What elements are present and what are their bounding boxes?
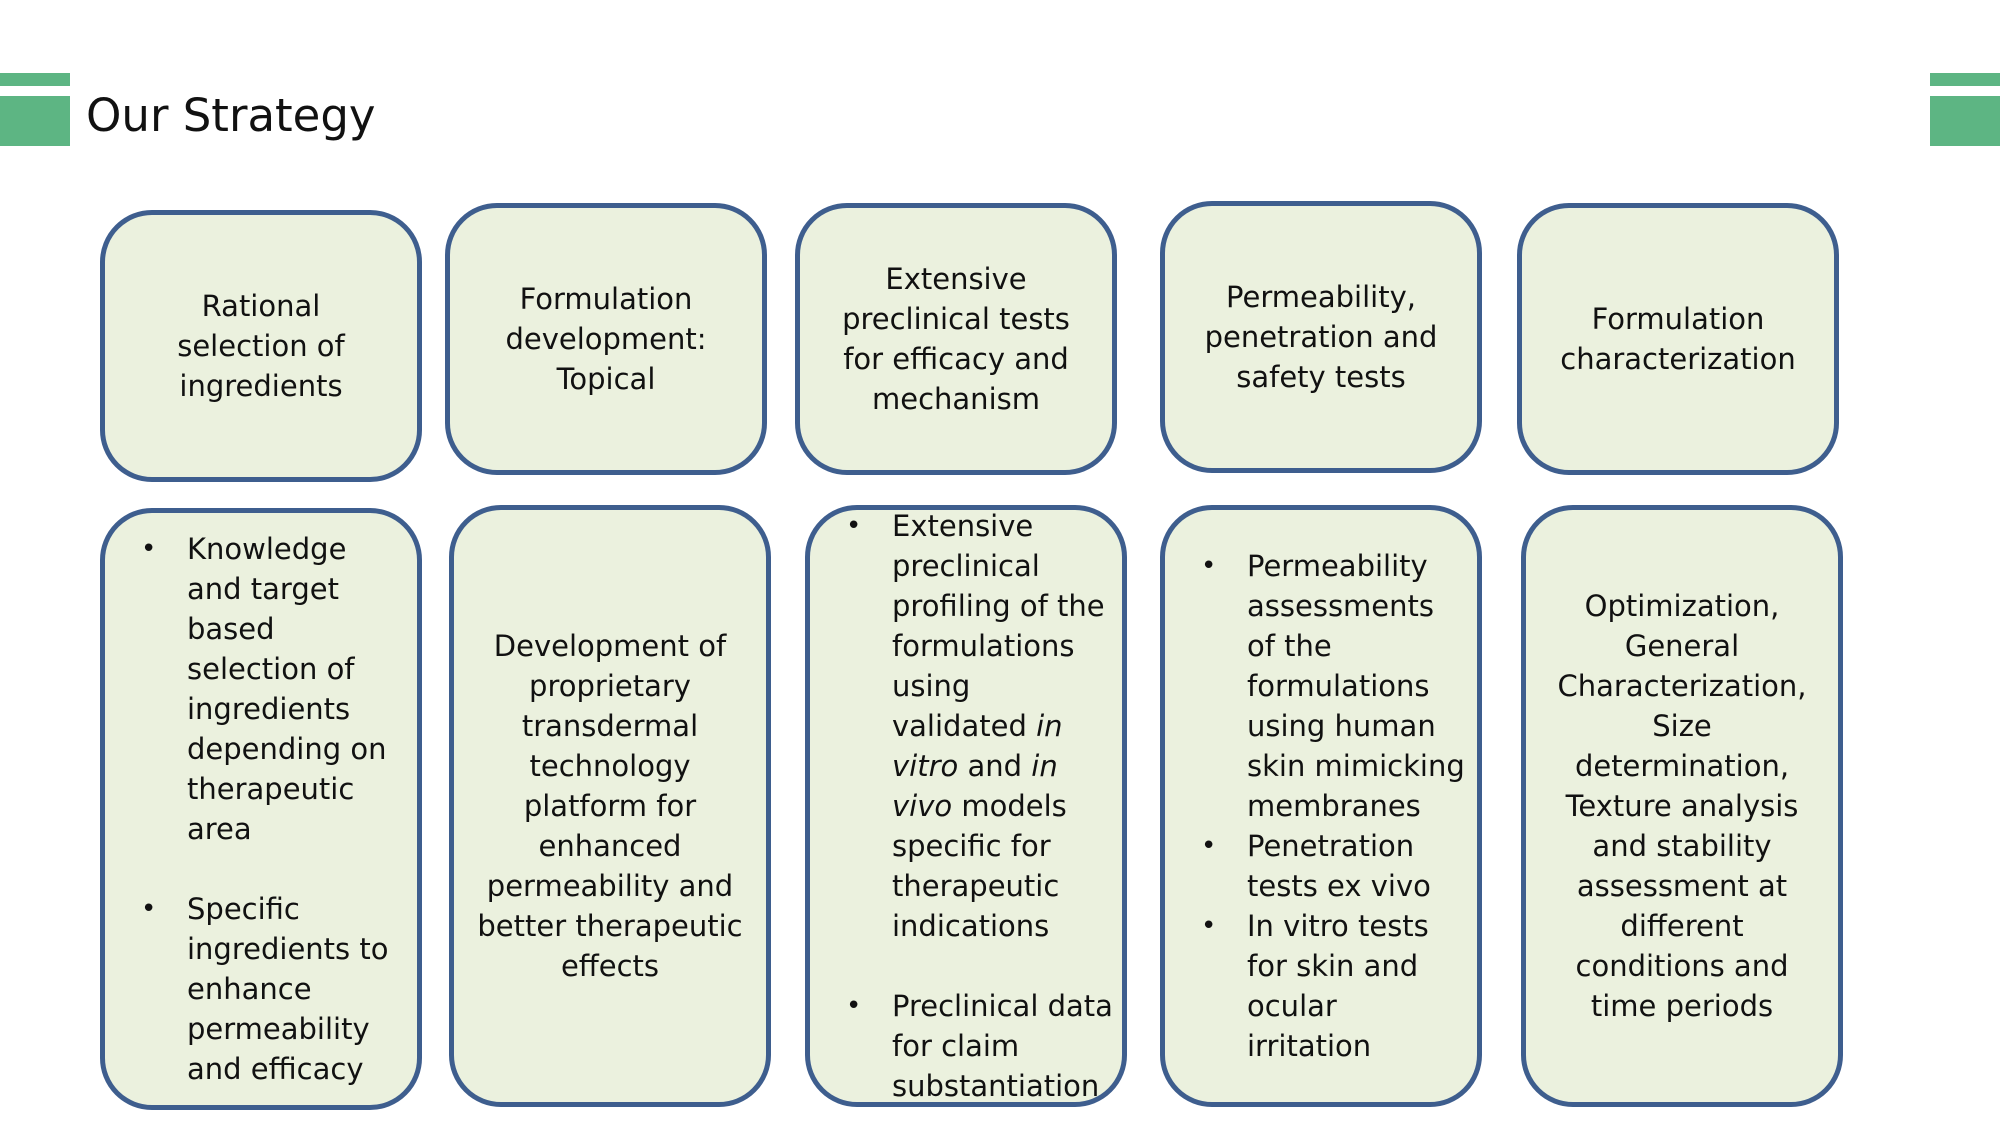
header-card-label: Permeability, penetration and safety tes… bbox=[1204, 280, 1438, 394]
header-card-characterization: Formulation characterization bbox=[1517, 203, 1839, 475]
slide-title: Our Strategy bbox=[86, 89, 376, 142]
list-item-italic: in vitro bbox=[892, 709, 1063, 783]
detail-card-formulation: Development of proprietary transdermal t… bbox=[449, 505, 771, 1107]
list-item: Preclinical data for claim substantiatio… bbox=[846, 986, 1114, 1106]
detail-list: Knowledge and target based selection of … bbox=[141, 529, 409, 1089]
accent-bar-thin bbox=[0, 73, 70, 86]
list-item-text: Extensive preclinical profiling of the f… bbox=[892, 509, 1105, 743]
list-item: In vitro tests for skin and ocular irrit… bbox=[1201, 906, 1469, 1066]
header-card-ingredients: Rational selection of ingredients bbox=[100, 210, 422, 482]
header-card-label: Formulation characterization bbox=[1560, 302, 1796, 376]
detail-card-characterization: Optimization, General Characterization, … bbox=[1521, 505, 1843, 1107]
accent-bar-thin bbox=[1930, 73, 2000, 86]
accent-bar-thick bbox=[1930, 96, 2000, 146]
list-item-text: models specific for therapeutic indicati… bbox=[892, 789, 1067, 943]
list-item-text: and bbox=[958, 749, 1032, 783]
list-item: Extensive preclinical profiling of the f… bbox=[846, 506, 1114, 946]
list-item-italic: in vivo bbox=[892, 749, 1058, 823]
header-card-permeability: Permeability, penetration and safety tes… bbox=[1160, 201, 1482, 473]
detail-card-preclinical: Extensive preclinical profiling of the f… bbox=[805, 505, 1127, 1107]
detail-list: Extensive preclinical profiling of the f… bbox=[846, 506, 1114, 1106]
accent-bar-thick bbox=[0, 96, 70, 146]
header-card-formulation: Formulation development: Topical bbox=[445, 203, 767, 475]
header-card-preclinical: Extensive preclinical tests for efficacy… bbox=[795, 203, 1117, 475]
detail-text: Optimization, General Characterization, … bbox=[1557, 589, 1807, 1023]
list-item: Penetration tests ex vivo bbox=[1201, 826, 1469, 906]
list-item: Specific ingredients to enhance permeabi… bbox=[141, 889, 409, 1089]
header-card-label: Formulation development: Topical bbox=[505, 282, 707, 396]
list-item: Knowledge and target based selection of … bbox=[141, 529, 409, 849]
list-item: Permeability assessments of the formulat… bbox=[1201, 546, 1469, 826]
detail-card-permeability: Permeability assessments of the formulat… bbox=[1160, 505, 1482, 1107]
detail-list: Permeability assessments of the formulat… bbox=[1201, 546, 1469, 1066]
header-card-label: Extensive preclinical tests for efficacy… bbox=[842, 262, 1070, 416]
detail-card-ingredients: Knowledge and target based selection of … bbox=[100, 508, 422, 1110]
detail-text: Development of proprietary transdermal t… bbox=[477, 629, 743, 983]
header-card-label: Rational selection of ingredients bbox=[177, 289, 345, 403]
